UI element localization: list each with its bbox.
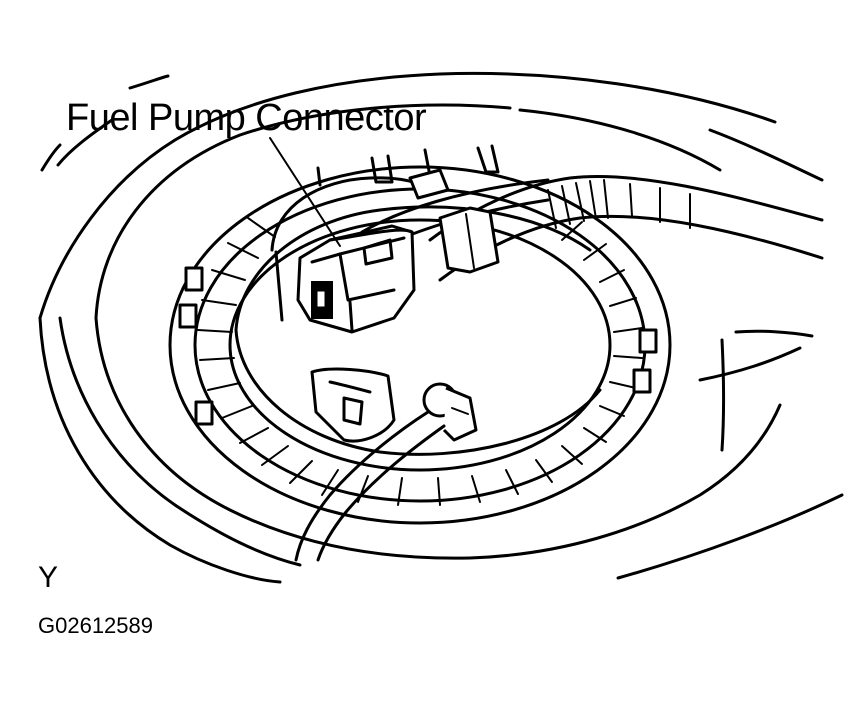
- tank-inner-rim: [94, 103, 802, 560]
- pump-top-plate: [234, 205, 602, 456]
- pump-ribbed-ring: [178, 187, 658, 506]
- fuel-line-fitting: [422, 382, 478, 442]
- pump-ring-outer: [168, 165, 672, 525]
- fuel-line-hose: [294, 410, 446, 562]
- callout-label: Fuel Pump Connector: [66, 97, 427, 139]
- callout-leader-line: [269, 137, 341, 247]
- view-letter: Y: [38, 561, 59, 594]
- fuel-pump-connector: [296, 224, 416, 334]
- figure-id: G02612589: [38, 613, 153, 638]
- harness-clamp: [408, 168, 500, 274]
- ring-brackets: [316, 144, 500, 187]
- disconnected-connector: [310, 367, 396, 443]
- tank-outer-contour: [38, 71, 844, 584]
